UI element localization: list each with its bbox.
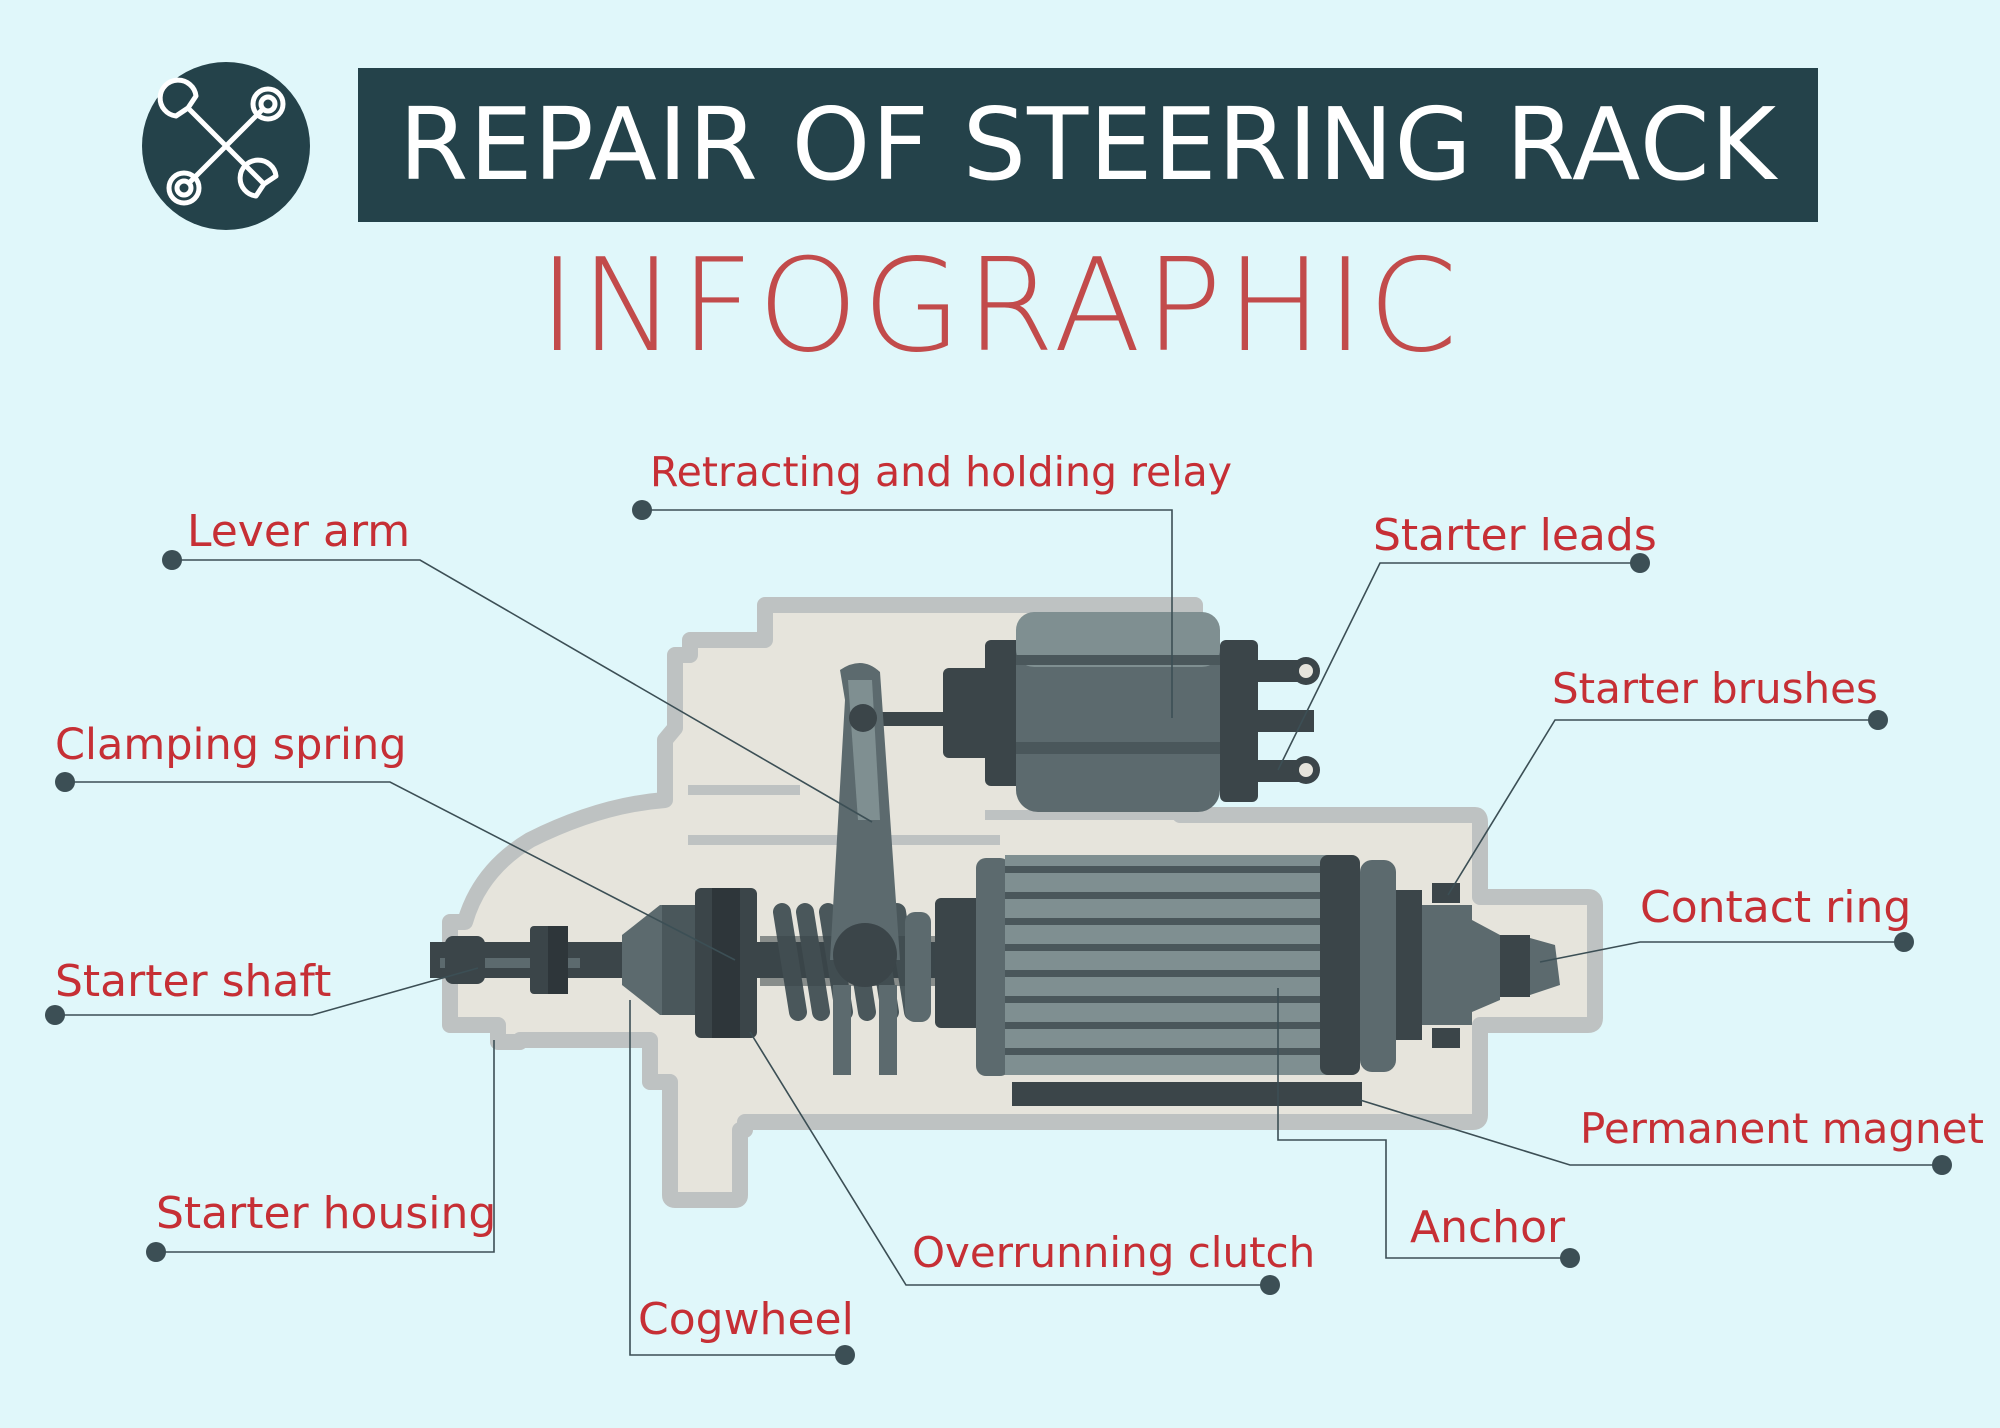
leader-contact-ring: [1539, 941, 1904, 963]
label-anchor: Anchor: [1410, 1202, 1566, 1253]
leader-cogwheel: [629, 1000, 845, 1356]
label-clamping-spring: Clamping spring: [55, 720, 407, 770]
page-title: REPAIR OF STEERING RACK: [398, 86, 1778, 203]
leader-starter-brushes-dot: [1868, 710, 1888, 730]
label-starter-leads: Starter leads: [1373, 510, 1657, 561]
label-permanent-magnet: Permanent magnet: [1580, 1104, 1984, 1153]
leader-overrunning-clutch: [749, 1031, 1270, 1286]
leader-starter-brushes: [1447, 719, 1878, 896]
leader-cogwheel-dot: [835, 1345, 855, 1365]
leader-retracting-relay: [642, 509, 1173, 718]
contact-ring-part: [1396, 883, 1560, 1048]
relay-solenoid: [878, 612, 1320, 812]
title-bar: REPAIR OF STEERING RACK: [358, 68, 1818, 222]
leader-starter-leads-dot: [1630, 553, 1650, 573]
leader-permanent-magnet-dot: [1932, 1155, 1952, 1175]
wrench-cross-icon: [157, 77, 286, 206]
leader-starter-housing-dot: [146, 1242, 166, 1262]
label-starter-brushes: Starter brushes: [1552, 664, 1878, 713]
leader-starter-shaft: [55, 967, 479, 1016]
label-retracting-relay: Retracting and holding relay: [650, 448, 1233, 496]
leader-lever-arm-dot: [162, 550, 182, 570]
leader-clamping-spring-dot: [55, 772, 75, 792]
leader-lines: [55, 509, 1942, 1356]
leader-contact-ring-dot: [1894, 932, 1914, 952]
leader-retracting-relay-dot: [632, 500, 652, 520]
leader-starter-housing: [156, 1040, 495, 1253]
leader-starter-leads: [1277, 562, 1640, 771]
page-subtitle: INFOGRAPHIC: [538, 232, 1462, 381]
tools-badge: [142, 62, 310, 230]
label-overrunning-clutch: Overrunning clutch: [912, 1228, 1316, 1277]
label-lever-arm: Lever arm: [187, 506, 411, 557]
leader-lever-arm: [172, 559, 873, 823]
leader-permanent-magnet: [1359, 1099, 1942, 1166]
leader-anchor-dot: [1560, 1248, 1580, 1268]
lever-arm-part: [830, 662, 931, 1075]
leader-dots: [45, 500, 1952, 1365]
label-contact-ring: Contact ring: [1640, 882, 1912, 933]
anchor-armature-part: [935, 855, 1396, 1106]
label-starter-housing: Starter housing: [156, 1188, 497, 1239]
label-cogwheel: Cogwheel: [638, 1294, 854, 1345]
leader-starter-shaft-dot: [45, 1005, 65, 1025]
leader-overrunning-clutch-dot: [1260, 1275, 1280, 1295]
leader-anchor: [1277, 988, 1570, 1259]
leader-clamping-spring: [65, 781, 736, 961]
label-starter-shaft: Starter shaft: [55, 956, 332, 1007]
